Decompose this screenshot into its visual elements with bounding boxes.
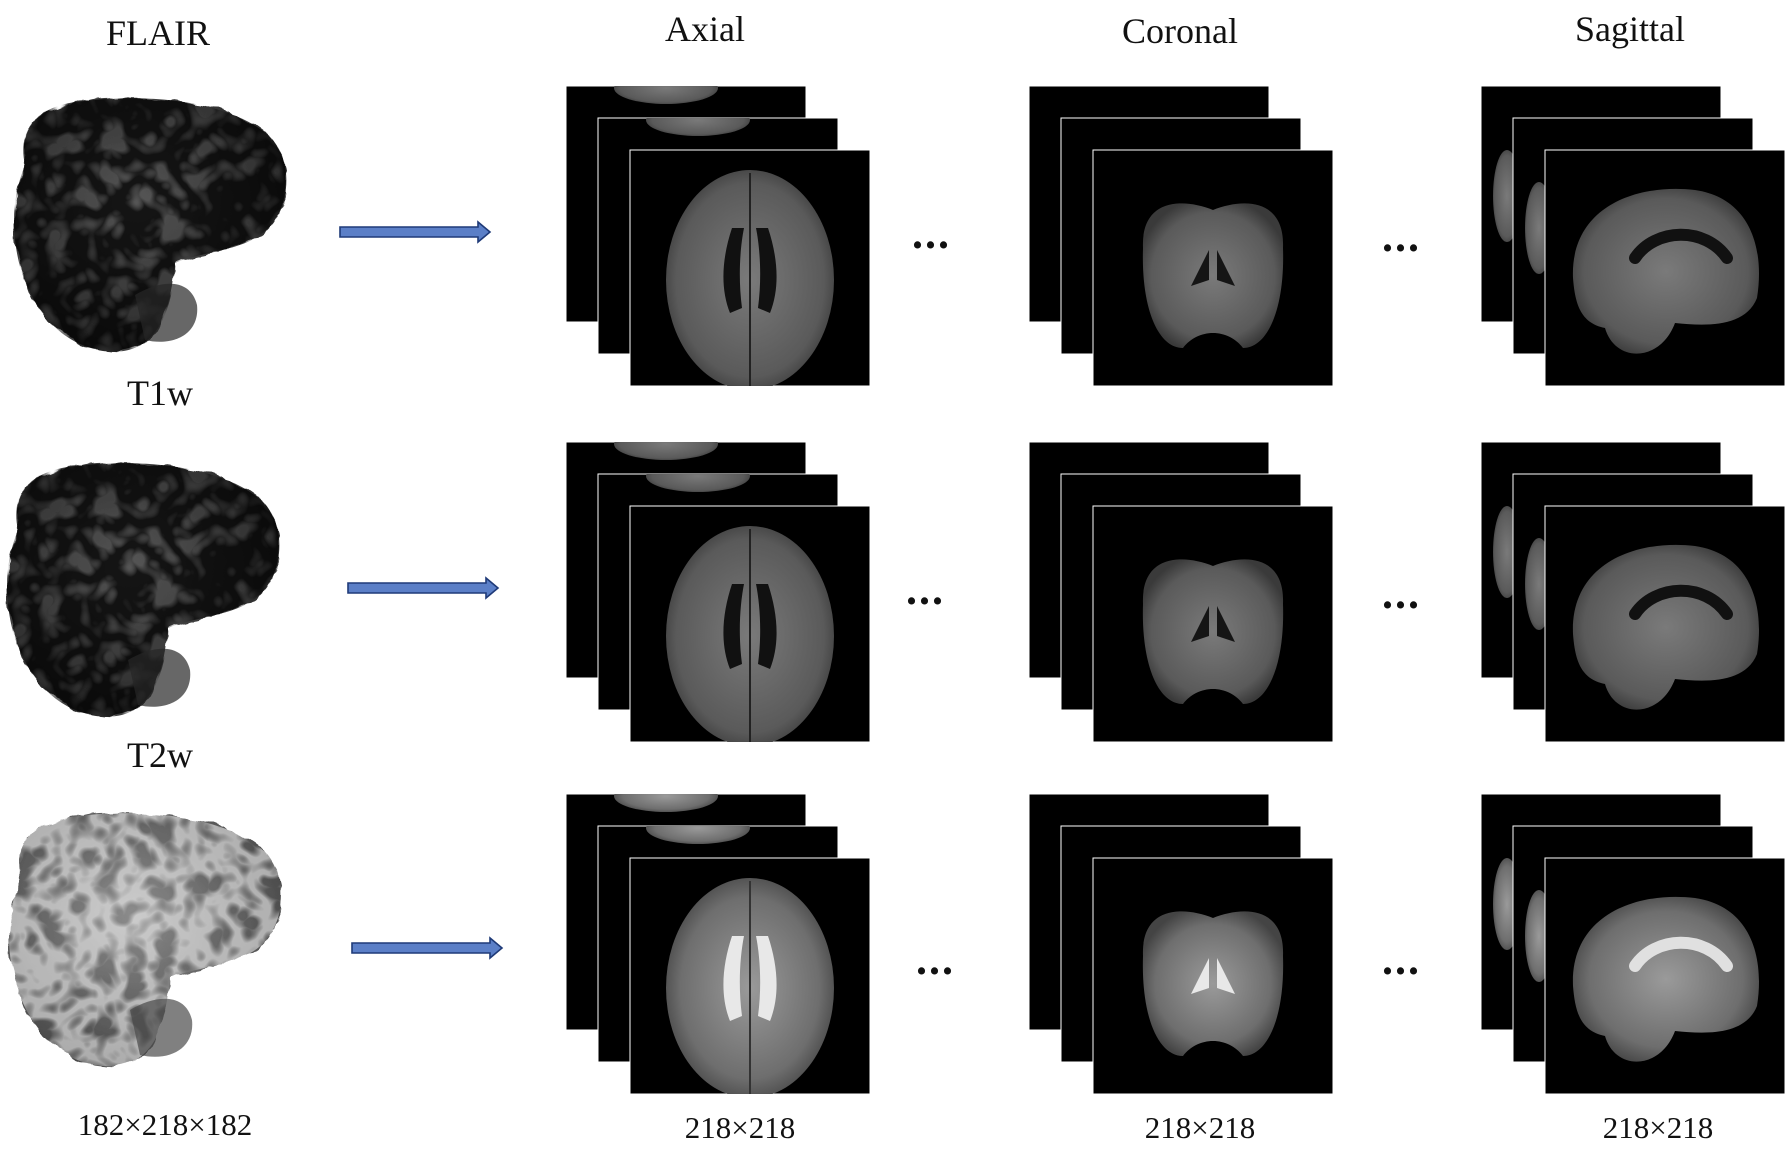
- slice-stack-t2w-axial: [565, 793, 871, 1095]
- slice-brain: [1142, 559, 1284, 704]
- brain-3d-t1w: [6, 463, 280, 717]
- brain-3d-t2w: [8, 813, 282, 1067]
- header-sagittal: Sagittal: [1575, 9, 1685, 49]
- dim-coronal: 218×218: [1144, 1110, 1256, 1145]
- dim-axial: 218×218: [684, 1110, 796, 1145]
- dim-volume: 182×218×182: [77, 1107, 253, 1142]
- arrow-row-3: [351, 936, 504, 960]
- slice-3: [1092, 149, 1334, 387]
- ellipsis-r3-b: ...: [1382, 935, 1421, 984]
- slice-ventricle-right: [756, 936, 777, 1021]
- arrow-row-1: [339, 220, 492, 244]
- slice-stack-flair-coronal: [1028, 85, 1334, 387]
- slice-corpus-callosum: [1629, 228, 1733, 264]
- ellipsis-r1-a: ...: [912, 209, 951, 258]
- brain-cerebellum: [135, 283, 198, 342]
- ellipsis-r2-b: ...: [1382, 569, 1421, 618]
- label-t1w: T1w: [127, 373, 193, 413]
- slice-3: [629, 505, 871, 743]
- slice-ventricle-right: [1217, 250, 1235, 286]
- slice-brain: [1572, 188, 1760, 354]
- slice-brain-cap: [614, 794, 718, 812]
- brain-cerebellum: [128, 648, 191, 707]
- slice-stack-t2w-sagittal: [1480, 793, 1786, 1095]
- slice-ventricle-left: [723, 228, 744, 313]
- slice-ventricle-left: [723, 584, 744, 669]
- slice-brain: [1142, 911, 1284, 1056]
- header-coronal: Coronal: [1122, 11, 1238, 51]
- slice-ventricle-right: [756, 228, 777, 313]
- ellipsis-r1-b: ...: [1382, 212, 1421, 261]
- dim-sagittal: 218×218: [1602, 1110, 1714, 1145]
- slice-ventricle-left: [1191, 250, 1209, 286]
- slice-stack-t1w-axial: [565, 441, 871, 743]
- slice-corpus-callosum: [1629, 584, 1733, 620]
- slice-ventricle-right: [1217, 958, 1235, 994]
- slice-brain-cap: [646, 118, 750, 136]
- ellipsis-r3-a: ...: [916, 935, 955, 984]
- slice-3: [1544, 857, 1786, 1095]
- slice-brain-cap: [614, 86, 718, 104]
- slice-3: [629, 857, 871, 1095]
- slice-stack-flair-sagittal: [1480, 85, 1786, 387]
- slice-brain: [1572, 544, 1760, 710]
- slice-stack-flair-axial: [565, 85, 871, 387]
- slice-stack-t2w-coronal: [1028, 793, 1334, 1095]
- header-axial: Axial: [665, 9, 745, 49]
- arrow-row-2: [347, 576, 500, 600]
- slice-ventricle-left: [1191, 958, 1209, 994]
- ellipsis-r2-a: ...: [906, 565, 945, 614]
- slice-ventricle-left: [1191, 606, 1209, 642]
- slice-3: [629, 149, 871, 387]
- slice-ventricle-right: [756, 584, 777, 669]
- slice-3: [1092, 505, 1334, 743]
- brain-cerebellum: [130, 998, 193, 1057]
- slice-brain-cap: [646, 826, 750, 844]
- slice-brain: [1142, 203, 1284, 348]
- slice-stack-t1w-coronal: [1028, 441, 1334, 743]
- slice-3: [1092, 857, 1334, 1095]
- slice-3: [1544, 149, 1786, 387]
- slice-brain-cap: [614, 442, 718, 460]
- slice-stack-t1w-sagittal: [1480, 441, 1786, 743]
- label-flair: FLAIR: [105, 13, 210, 53]
- slice-brain-cap: [646, 474, 750, 492]
- brain-3d-flair: [13, 98, 287, 352]
- slice-ventricle-left: [723, 936, 744, 1021]
- slice-3: [1544, 505, 1786, 743]
- slice-corpus-callosum: [1629, 936, 1733, 972]
- slice-brain: [1572, 896, 1760, 1062]
- label-t2w: T2w: [127, 735, 193, 775]
- slice-ventricle-right: [1217, 606, 1235, 642]
